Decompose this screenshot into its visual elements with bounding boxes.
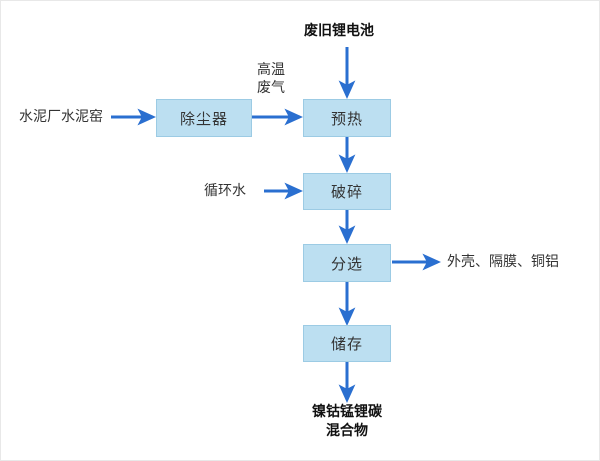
label-waste-battery-input: 废旧锂电池	[304, 22, 374, 38]
label-final-product-line1: 镍钴锰锂碳	[312, 403, 382, 419]
process-box-crush-label: 破碎	[330, 184, 363, 201]
process-box-dust-collector[interactable]: 除尘器	[156, 99, 252, 137]
process-box-preheat[interactable]: 预热	[303, 99, 391, 137]
label-sort-byproducts-output: 外壳、隔膜、铜铝	[447, 253, 559, 269]
label-final-product-line2: 混合物	[326, 422, 368, 438]
process-box-storage[interactable]: 储存	[303, 325, 391, 362]
label-cement-kiln-input: 水泥厂水泥窑	[19, 108, 103, 124]
process-box-crush[interactable]: 破碎	[303, 173, 391, 210]
label-circulating-water-input: 循环水	[204, 182, 246, 198]
process-box-preheat-label: 预热	[330, 110, 363, 128]
process-box-dust-collector-label: 除尘器	[179, 110, 228, 128]
label-hot-exhaust-line2: 废气	[257, 79, 285, 95]
label-hot-exhaust-line1: 高温	[257, 61, 285, 77]
process-box-sort-label: 分选	[330, 255, 363, 273]
process-box-sort[interactable]: 分选	[303, 244, 391, 282]
process-box-storage-label: 储存	[330, 336, 363, 353]
